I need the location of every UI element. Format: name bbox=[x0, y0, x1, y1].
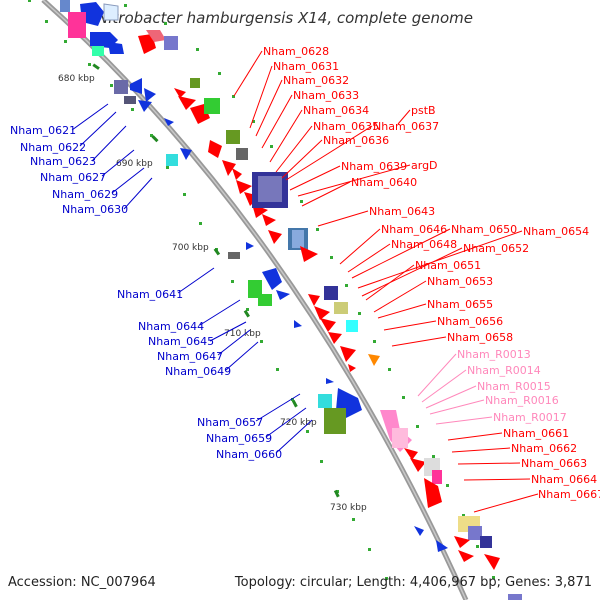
tick-label: 720 kbp bbox=[280, 418, 317, 428]
gene-label[interactable]: Nham_0646 bbox=[381, 223, 447, 236]
gene-label[interactable]: Nham_0633 bbox=[293, 89, 359, 102]
gene-label[interactable]: Nham_0643 bbox=[369, 205, 435, 218]
forward-strand-features bbox=[138, 30, 522, 600]
gene-label[interactable]: Nham_0621 bbox=[10, 124, 76, 137]
gene-label[interactable]: Nham_R0017 bbox=[493, 411, 567, 424]
gene-label[interactable]: Nham_0640 bbox=[351, 176, 417, 189]
gene-label[interactable]: Nham_0637 bbox=[373, 120, 439, 133]
right-leader-lines bbox=[233, 50, 523, 347]
gene-label[interactable]: Nham_0628 bbox=[263, 45, 329, 58]
gene-label[interactable]: Nham_0654 bbox=[523, 225, 589, 238]
left-leader-lines bbox=[71, 103, 313, 454]
tick-label: 700 kbp bbox=[172, 243, 209, 253]
gene-label[interactable]: Nham_0663 bbox=[521, 457, 587, 470]
gene-label[interactable]: Nham_R0013 bbox=[457, 348, 531, 361]
rna-labels: Nham_R0013 Nham_R0014 Nham_R0015 Nham_R0… bbox=[457, 348, 567, 424]
gene-label[interactable]: Nham_0627 bbox=[40, 171, 106, 184]
gene-label[interactable]: Nham_0648 bbox=[391, 238, 457, 251]
gene-label[interactable]: Nham_0658 bbox=[447, 331, 513, 344]
tick-label: 680 kbp bbox=[58, 74, 95, 84]
gene-label[interactable]: Nham_0660 bbox=[216, 448, 282, 461]
gene-label[interactable]: Nham_0652 bbox=[463, 242, 529, 255]
gene-label[interactable]: Nham_0622 bbox=[20, 141, 86, 154]
gene-label[interactable]: Nham_0662 bbox=[511, 442, 577, 455]
tick-label: 730 kbp bbox=[330, 503, 367, 513]
gene-label[interactable]: Nham_0630 bbox=[62, 203, 128, 216]
gene-label[interactable]: Nham_0653 bbox=[427, 275, 493, 288]
scale-ticks: 680 kbp 690 kbp 700 kbp 710 kbp 720 kbp … bbox=[58, 63, 367, 513]
gene-label[interactable]: Nham_0656 bbox=[437, 315, 503, 328]
tick-label: 710 kbp bbox=[224, 329, 261, 339]
gene-label[interactable]: Nham_0641 bbox=[117, 288, 183, 301]
topology-text: Topology: circular; Length: 4,406,967 bp… bbox=[234, 575, 592, 590]
gene-label[interactable]: Nham_0647 bbox=[157, 350, 223, 363]
right-labels: Nham_0628 Nham_0631 Nham_0632 Nham_0633 … bbox=[263, 45, 589, 344]
gene-label[interactable]: Nham_R0015 bbox=[477, 380, 551, 393]
gene-label[interactable]: Nham_0645 bbox=[148, 335, 214, 348]
gene-label[interactable]: Nham_0664 bbox=[531, 473, 597, 486]
gene-label[interactable]: Nham_0629 bbox=[52, 188, 118, 201]
gene-label[interactable]: Nham_0651 bbox=[415, 259, 481, 272]
map-title: Nitrobacter hamburgensis X14, complete g… bbox=[97, 9, 473, 27]
right-labels-lower: Nham_0661 Nham_0662 Nham_0663 Nham_0664 … bbox=[503, 427, 600, 501]
rna-leader-lines bbox=[417, 353, 493, 425]
gene-label[interactable]: Nham_0655 bbox=[427, 298, 493, 311]
gene-label[interactable]: Nham_0657 bbox=[197, 416, 263, 429]
gene-label[interactable]: Nham_0659 bbox=[206, 432, 272, 445]
gene-label[interactable]: Nham_0636 bbox=[323, 134, 389, 147]
gene-label[interactable]: Nham_R0016 bbox=[485, 394, 559, 407]
gene-label[interactable]: Nham_R0014 bbox=[467, 364, 541, 377]
accession-text: Accession: NC_007964 bbox=[8, 575, 156, 590]
gene-label[interactable]: Nham_0639 bbox=[341, 160, 407, 173]
genome-backbone bbox=[41, 0, 469, 600]
gene-label[interactable]: Nham_0635 bbox=[313, 120, 379, 133]
gene-label[interactable]: Nham_0649 bbox=[165, 365, 231, 378]
tick-label: 690 kbp bbox=[116, 159, 153, 169]
gene-label[interactable]: pstB bbox=[411, 104, 436, 117]
gene-label[interactable]: Nham_0644 bbox=[138, 320, 204, 333]
gene-label[interactable]: argD bbox=[411, 159, 438, 172]
inner-track bbox=[28, 0, 388, 580]
left-labels: Nham_0621 Nham_0622 Nham_0623 Nham_0627 … bbox=[10, 124, 282, 461]
reverse-strand-features bbox=[60, 0, 448, 552]
gene-label[interactable]: Nham_0661 bbox=[503, 427, 569, 440]
gene-label[interactable]: Nham_0623 bbox=[30, 155, 96, 168]
gene-label[interactable]: Nham_0634 bbox=[303, 104, 369, 117]
right-leader-lines-lower bbox=[447, 432, 539, 513]
gene-label[interactable]: Nham_0667 bbox=[538, 488, 600, 501]
gene-label[interactable]: Nham_0632 bbox=[283, 74, 349, 87]
gene-label[interactable]: Nham_0650 bbox=[451, 223, 517, 236]
gene-label[interactable]: Nham_0631 bbox=[273, 60, 339, 73]
